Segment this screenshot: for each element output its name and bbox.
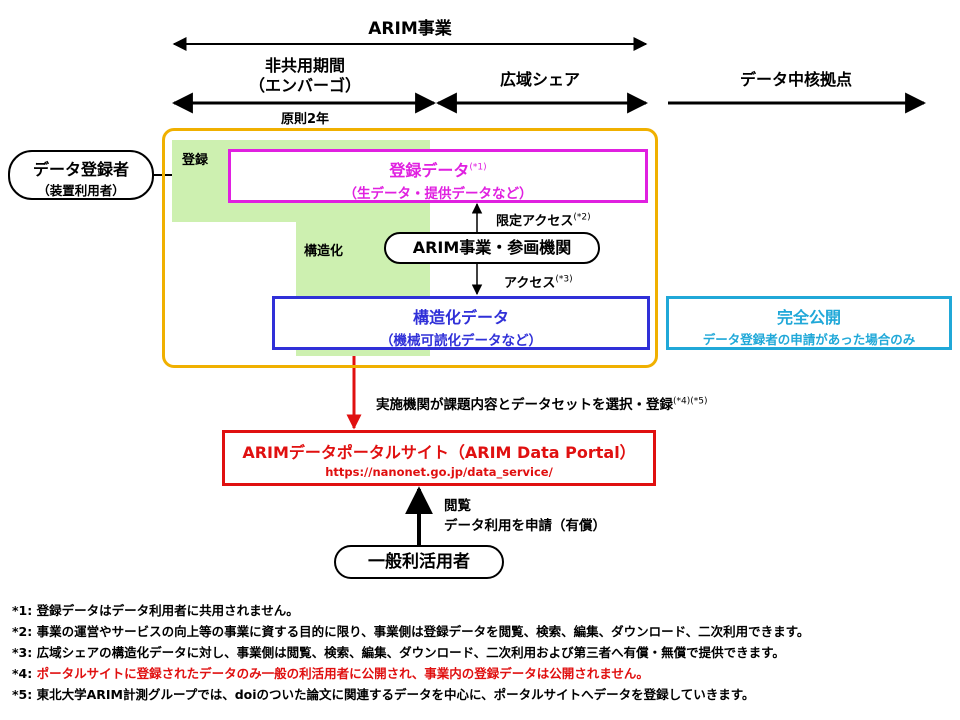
structured-data-title: 構造化データ [412, 308, 509, 327]
register-label: 登録 [182, 153, 209, 168]
limited-access-text: 限定アクセス [496, 214, 574, 229]
structured-data-subtitle: （機械可読化データなど） [380, 333, 542, 349]
registered-data-title: 登録データ [389, 161, 470, 180]
footnote-2: *2: 事業の運営やサービスの向上等の事業に資する目的に限り、事業側は登録データ… [12, 624, 810, 639]
full-public-subtitle: データ登録者の申請があった場合のみ [702, 332, 916, 347]
general-user-pill[interactable]: 一般利活用者 [334, 545, 504, 579]
portal-box[interactable]: ARIMデータポータルサイト（ARIM Data Portal） https:/… [222, 430, 656, 486]
footnote-4-prefix: *4: [12, 666, 37, 681]
footnote-1: *1: 登録データはデータ利用者に共用されません。 [12, 603, 299, 618]
footnote-3: *3: 広域シェアの構造化データに対し、事業側は閲覧、検索、編集、ダウンロード、… [12, 645, 785, 660]
footnote-5: *5: 東北大学ARIM計測グループでは、doiのついた論文に関連するデータを中… [12, 687, 755, 702]
data-hub-label: データ中核拠点 [739, 70, 852, 89]
registered-data-note: (*1) [469, 162, 487, 173]
apply-text: データ利用を申請（有償） [444, 518, 606, 534]
limited-access-label: 限定アクセス(*2) [496, 210, 591, 229]
structuring-label: 構造化 [304, 244, 344, 259]
access-text: アクセス [504, 276, 556, 291]
exclusive-duration-label: 原則2年 [280, 112, 330, 127]
structured-data-box[interactable]: 構造化データ （機械可読化データなど） [272, 296, 650, 350]
arim-area-container [162, 128, 658, 368]
arim-members-pill[interactable]: ARIM事業・参画機関 [384, 232, 600, 264]
select-register-note: (*4)(*5) [673, 396, 708, 407]
registered-data-box[interactable]: 登録データ(*1) （生データ・提供データなど） [228, 149, 648, 203]
limited-access-note: (*2) [573, 212, 591, 223]
select-register-label: 実施機関が課題内容とデータセットを選択・登録(*4)(*5) [376, 393, 708, 414]
data-registrant-title: データ登録者 [32, 160, 129, 179]
browse-apply-label: 閲覧 データ利用を申請（有償） [444, 496, 606, 536]
portal-title: ARIMデータポータルサイト（ARIM Data Portal） [242, 443, 636, 462]
browse-text: 閲覧 [444, 498, 471, 514]
arim-project-label: ARIM事業 [368, 19, 452, 39]
portal-url-link[interactable]: https://nanonet.go.jp/data_service/ [325, 465, 553, 479]
data-registrant[interactable]: データ登録者 （装置利用者） [8, 150, 154, 200]
select-register-text: 実施機関が課題内容とデータセットを選択・登録 [376, 397, 673, 413]
exclusive-period-line1: 非共用期間 [264, 56, 345, 75]
exclusive-period-line2: （エンバーゴ） [248, 76, 361, 95]
registered-data-subtitle: （生データ・提供データなど） [343, 186, 533, 202]
access-note: (*3) [555, 274, 573, 285]
wide-share-label: 広域シェア [499, 70, 580, 89]
full-public-box[interactable]: 完全公開 データ登録者の申請があった場合のみ [666, 296, 952, 350]
data-registrant-subtitle: （装置利用者） [37, 183, 125, 198]
footnote-4-body: ポータルサイトに登録されたデータのみ一般の利活用者に公開され、事業内の登録データ… [36, 666, 649, 681]
access-label: アクセス(*3) [504, 272, 573, 291]
full-public-title: 完全公開 [776, 308, 841, 327]
exclusive-period-label: 非共用期間 （エンバーゴ） [230, 56, 380, 96]
footnote-4: *4: ポータルサイトに登録されたデータのみ一般の利活用者に公開され、事業内の登… [12, 663, 649, 682]
